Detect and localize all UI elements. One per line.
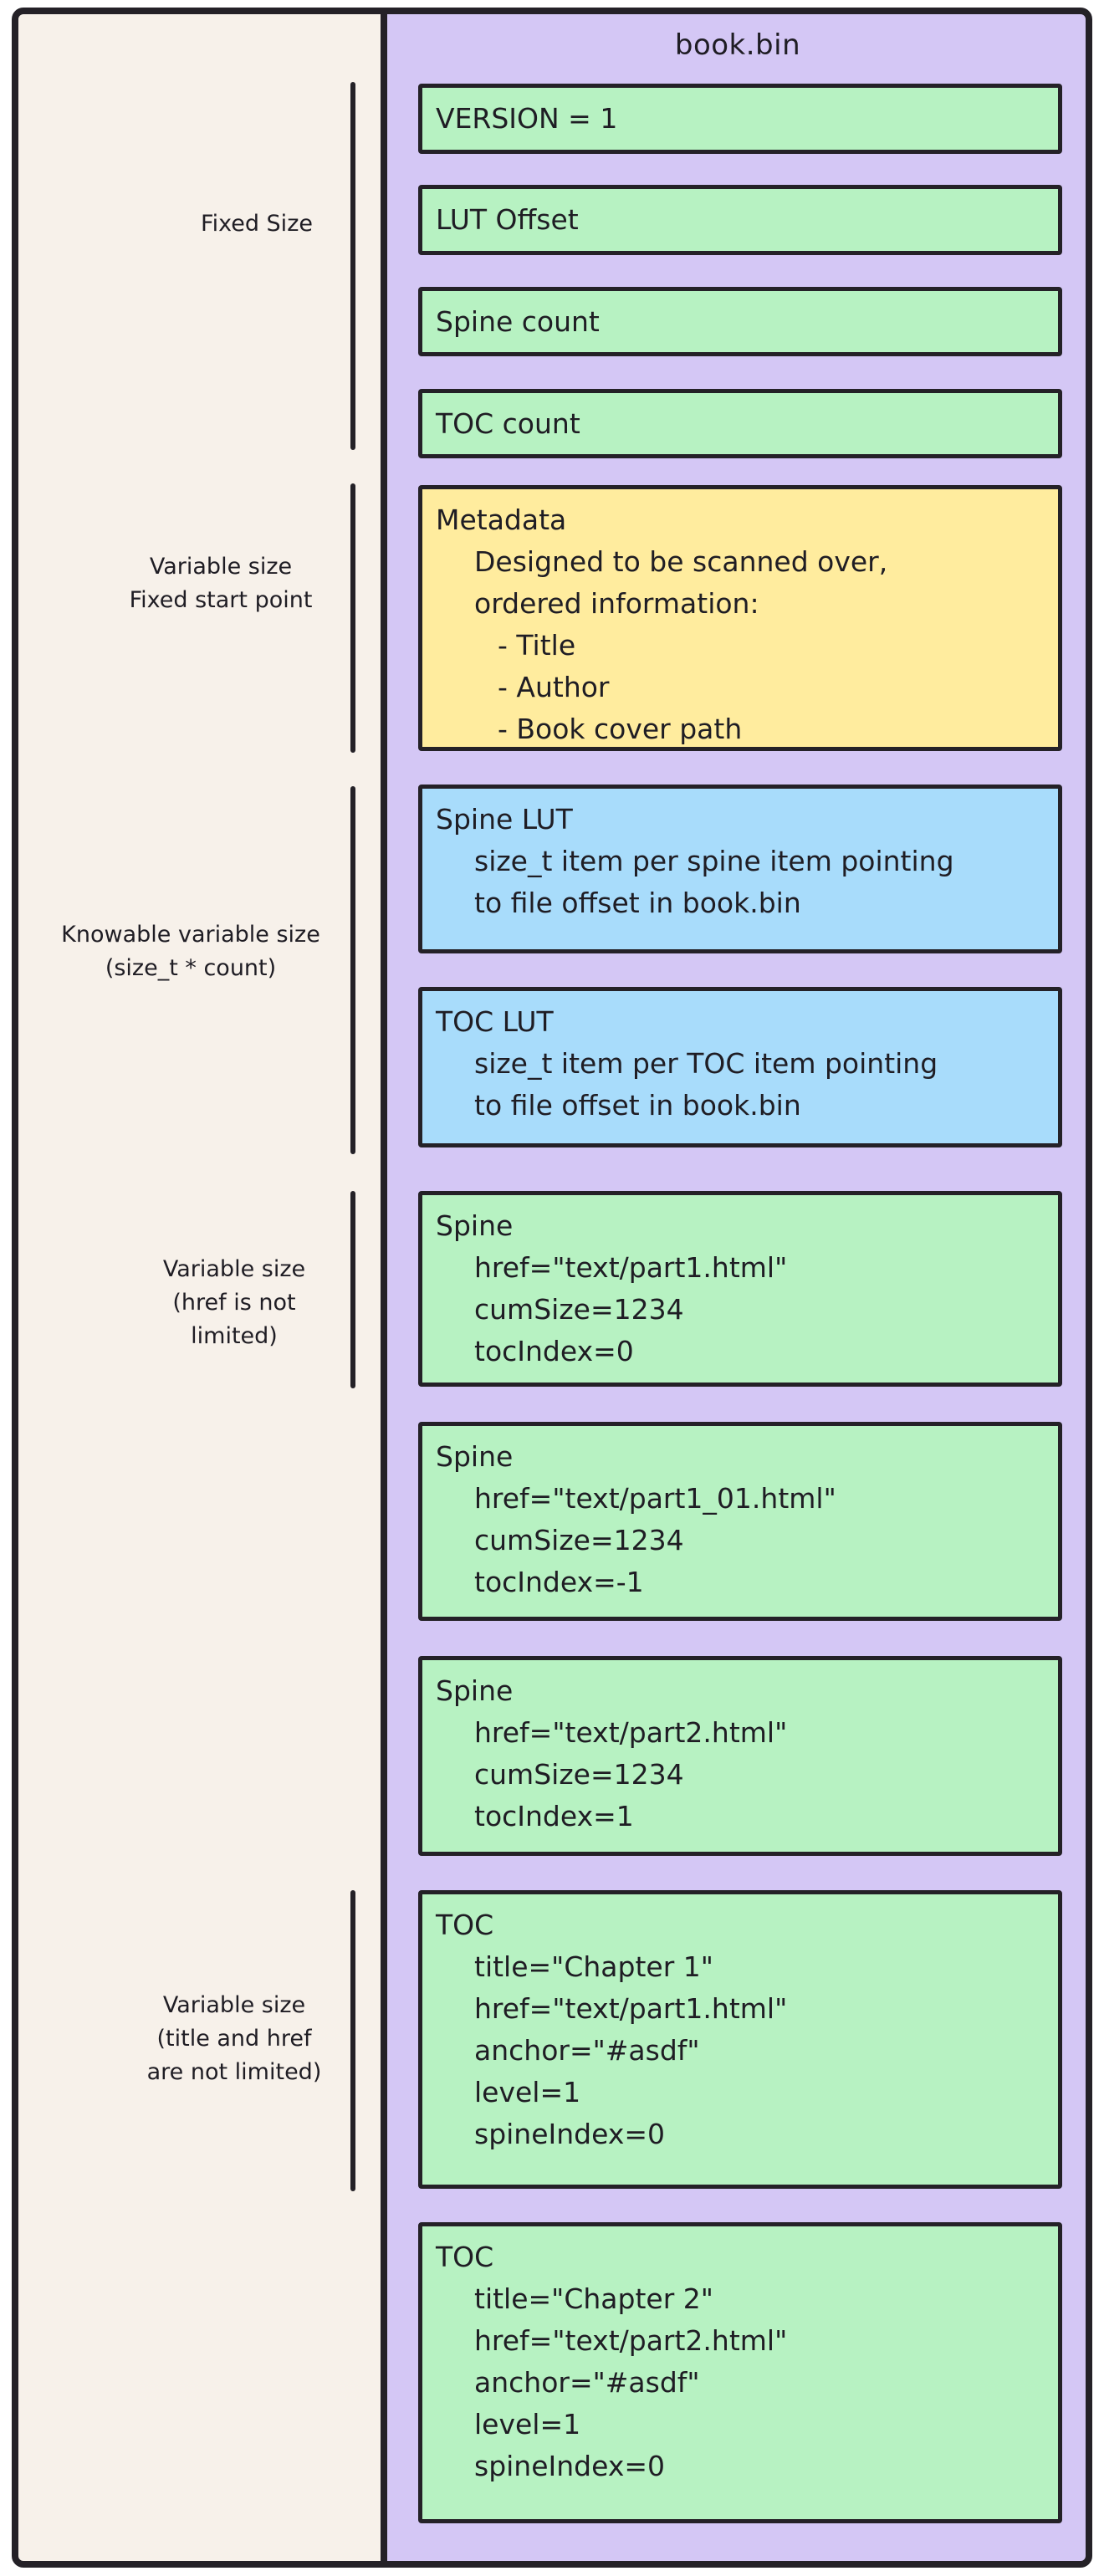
field-lut-offset: LUT Offset bbox=[418, 185, 1062, 255]
label-line: Variable size bbox=[162, 1992, 306, 2018]
label-line: (size_t * count) bbox=[105, 955, 277, 981]
field-toc-count: TOC count bbox=[418, 389, 1062, 458]
bracket-variable-href bbox=[350, 1191, 355, 1388]
block-text: tocIndex=1 bbox=[474, 1800, 634, 1832]
block-text: title="Chapter 2" bbox=[474, 2282, 713, 2315]
field-spine-count: Spine count bbox=[418, 287, 1062, 356]
block-heading: TOC bbox=[436, 1909, 494, 1941]
label-line: limited) bbox=[191, 1323, 278, 1349]
block-text: href="text/part1.html" bbox=[474, 1992, 788, 2025]
block-text: cumSize=1234 bbox=[474, 1524, 684, 1556]
block-toc-1: TOC title="Chapter 1" href="text/part1.h… bbox=[418, 1890, 1062, 2189]
block-text: Designed to be scanned over, bbox=[474, 545, 888, 578]
block-text: href="text/part2.html" bbox=[474, 1716, 788, 1749]
block-spine-1: Spine href="text/part1.html" cumSize=123… bbox=[418, 1191, 1062, 1387]
label-variable-size-title-href: Variable size (title and href are not li… bbox=[109, 1989, 360, 2089]
block-text: href="text/part2.html" bbox=[474, 2324, 788, 2357]
label-line: are not limited) bbox=[146, 2059, 322, 2085]
block-text: level=1 bbox=[474, 2076, 581, 2108]
block-toc-2: TOC title="Chapter 2" href="text/part2.h… bbox=[418, 2222, 1062, 2523]
file-title: book.bin bbox=[674, 28, 801, 62]
bracket-fixed-size bbox=[350, 82, 355, 450]
block-text: to file offset in book.bin bbox=[474, 887, 801, 919]
label-line: Knowable variable size bbox=[61, 922, 320, 948]
block-text: anchor="#asdf" bbox=[474, 2366, 700, 2399]
field-text: VERSION = 1 bbox=[436, 102, 618, 135]
block-text: tocIndex=0 bbox=[474, 1335, 634, 1367]
block-text: cumSize=1234 bbox=[474, 1293, 684, 1326]
block-list-item: - Author bbox=[498, 671, 610, 703]
label-line: (title and href bbox=[156, 2026, 312, 2052]
block-text: tocIndex=-1 bbox=[474, 1566, 644, 1598]
block-heading: Spine bbox=[436, 1440, 514, 1473]
block-text: ordered information: bbox=[474, 587, 759, 620]
block-metadata: Metadata Designed to be scanned over, or… bbox=[418, 485, 1062, 751]
field-text: Spine count bbox=[436, 304, 600, 338]
block-text: anchor="#asdf" bbox=[474, 2034, 700, 2067]
size-annotation-panel bbox=[15, 11, 386, 2564]
block-text: spineIndex=0 bbox=[474, 2450, 666, 2482]
block-spine-3: Spine href="text/part2.html" cumSize=123… bbox=[418, 1656, 1062, 1856]
block-heading: Spine bbox=[436, 1209, 514, 1242]
block-heading: Spine LUT bbox=[436, 803, 573, 836]
block-toc-lut: TOC LUT size_t item per TOC item pointin… bbox=[418, 987, 1062, 1147]
block-text: title="Chapter 1" bbox=[474, 1950, 713, 1983]
label-line: Variable size bbox=[149, 554, 293, 580]
block-spine-lut: Spine LUT size_t item per spine item poi… bbox=[418, 785, 1062, 953]
block-list-item: - Title bbox=[498, 629, 576, 662]
block-heading: Spine bbox=[436, 1674, 514, 1707]
label-line: Fixed start point bbox=[129, 587, 313, 613]
bracket-variable-title-href bbox=[350, 1890, 355, 2191]
field-text: TOC count bbox=[436, 406, 580, 440]
block-text: size_t item per spine item pointing bbox=[474, 845, 954, 877]
label-variable-size-fixed-start: Variable size Fixed start point bbox=[91, 550, 350, 617]
block-text: size_t item per TOC item pointing bbox=[474, 1047, 938, 1080]
block-heading: TOC LUT bbox=[436, 1005, 554, 1038]
bracket-knowable-variable-size bbox=[350, 786, 355, 1154]
label-fixed-size: Fixed Size bbox=[156, 207, 357, 241]
label-knowable-variable-size: Knowable variable size (size_t * count) bbox=[44, 918, 337, 985]
label-line: (href is not bbox=[172, 1290, 296, 1316]
label-line: Variable size bbox=[162, 1256, 306, 1282]
field-version: VERSION = 1 bbox=[418, 84, 1062, 154]
block-text: href="text/part1.html" bbox=[474, 1251, 788, 1284]
panel-separator-line bbox=[381, 11, 387, 2564]
block-heading: TOC bbox=[436, 2241, 494, 2273]
block-text: cumSize=1234 bbox=[474, 1758, 684, 1791]
block-spine-2: Spine href="text/part1_01.html" cumSize=… bbox=[418, 1422, 1062, 1621]
block-heading: Metadata bbox=[436, 503, 567, 536]
bracket-variable-fixed-start bbox=[350, 483, 355, 753]
block-text: spineIndex=0 bbox=[474, 2118, 666, 2150]
label-line: Fixed Size bbox=[201, 211, 313, 237]
block-list-item: - Book cover path bbox=[498, 713, 743, 745]
block-text: to file offset in book.bin bbox=[474, 1089, 801, 1122]
block-text: href="text/part1_01.html" bbox=[474, 1482, 836, 1515]
label-variable-size-href: Variable size (href is not limited) bbox=[130, 1253, 339, 1353]
field-text: LUT Offset bbox=[436, 203, 579, 236]
block-text: level=1 bbox=[474, 2408, 581, 2441]
